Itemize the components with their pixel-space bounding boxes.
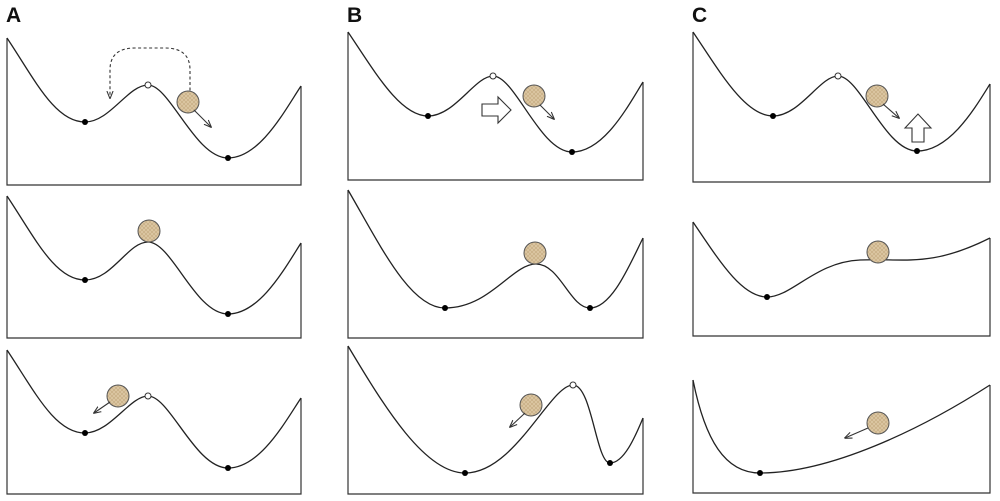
panel-a3 [6, 349, 302, 495]
unstable-state-dot [144, 392, 152, 400]
arrow-icon [882, 103, 899, 118]
ball-icon [523, 241, 547, 265]
panel-frame [692, 222, 991, 337]
arrow-icon [539, 104, 554, 119]
stable-state-dot [82, 430, 88, 436]
stable-state-dot [757, 470, 763, 476]
arrow-icon [845, 427, 869, 438]
landscape-curve [692, 221, 991, 298]
panel-frame [692, 32, 991, 183]
stable-state-dot [914, 148, 920, 154]
panel-frame [6, 350, 302, 495]
panel-b3 [347, 345, 644, 495]
stable-state-dot [82, 119, 88, 125]
panel-b2 [347, 189, 644, 339]
stable-state-dot [764, 294, 770, 300]
stable-state-dot [425, 113, 431, 119]
landscape-curve [6, 349, 302, 469]
column-label-b: B [347, 4, 363, 27]
panel-a1 [6, 37, 302, 186]
landscape-curve [347, 345, 644, 474]
ball-icon [137, 219, 161, 243]
stable-state-dot [82, 277, 88, 283]
dashed-arc-arrow-icon [110, 47, 191, 98]
stable-state-dot [587, 305, 593, 311]
block-arrow-right-icon [481, 95, 512, 125]
ball-icon [866, 411, 890, 435]
unstable-state-dot [489, 72, 497, 80]
stable-state-dot [225, 465, 231, 471]
ball-icon [866, 240, 890, 264]
panel-frame [6, 38, 302, 186]
landscape-curve [692, 31, 991, 152]
panel-c2 [692, 221, 991, 337]
stable-state-dot [462, 470, 468, 476]
panel-b1 [347, 31, 644, 181]
unstable-state-dot [834, 72, 842, 80]
ball-icon [865, 84, 889, 108]
stable-state-dot [442, 305, 448, 311]
landscape-curve [692, 379, 991, 474]
arrow-icon [94, 401, 111, 413]
landscape-curve [6, 37, 302, 159]
stable-state-dot [225, 311, 231, 317]
panel-frame [347, 32, 644, 181]
column-a [6, 37, 302, 495]
ball-icon [519, 393, 543, 417]
landscape-curve [347, 31, 644, 153]
ball-icon [522, 84, 546, 108]
block-arrow-up-icon [903, 113, 933, 143]
stable-state-dot [770, 113, 776, 119]
stable-state-dot [607, 460, 613, 466]
column-label-a: A [6, 4, 22, 27]
landscape-curve [6, 195, 302, 315]
panel-c3 [692, 379, 991, 494]
unstable-state-dot [569, 381, 577, 389]
arrow-icon [510, 412, 526, 427]
unstable-state-dot [144, 81, 152, 89]
panel-frame [347, 346, 644, 495]
panel-frame [692, 380, 991, 494]
panel-frame [6, 196, 302, 339]
column-c [692, 31, 991, 494]
arrow-icon [193, 109, 211, 127]
panel-frame [347, 190, 644, 339]
ball-icon [106, 384, 130, 408]
panel-a2 [6, 195, 302, 339]
landscape-curve [347, 189, 644, 309]
column-b [347, 31, 644, 495]
panel-c1 [692, 31, 991, 183]
stable-state-dot [225, 155, 231, 161]
ball-icon [176, 90, 200, 114]
stable-state-dot [569, 149, 575, 155]
column-label-c: C [692, 4, 708, 27]
